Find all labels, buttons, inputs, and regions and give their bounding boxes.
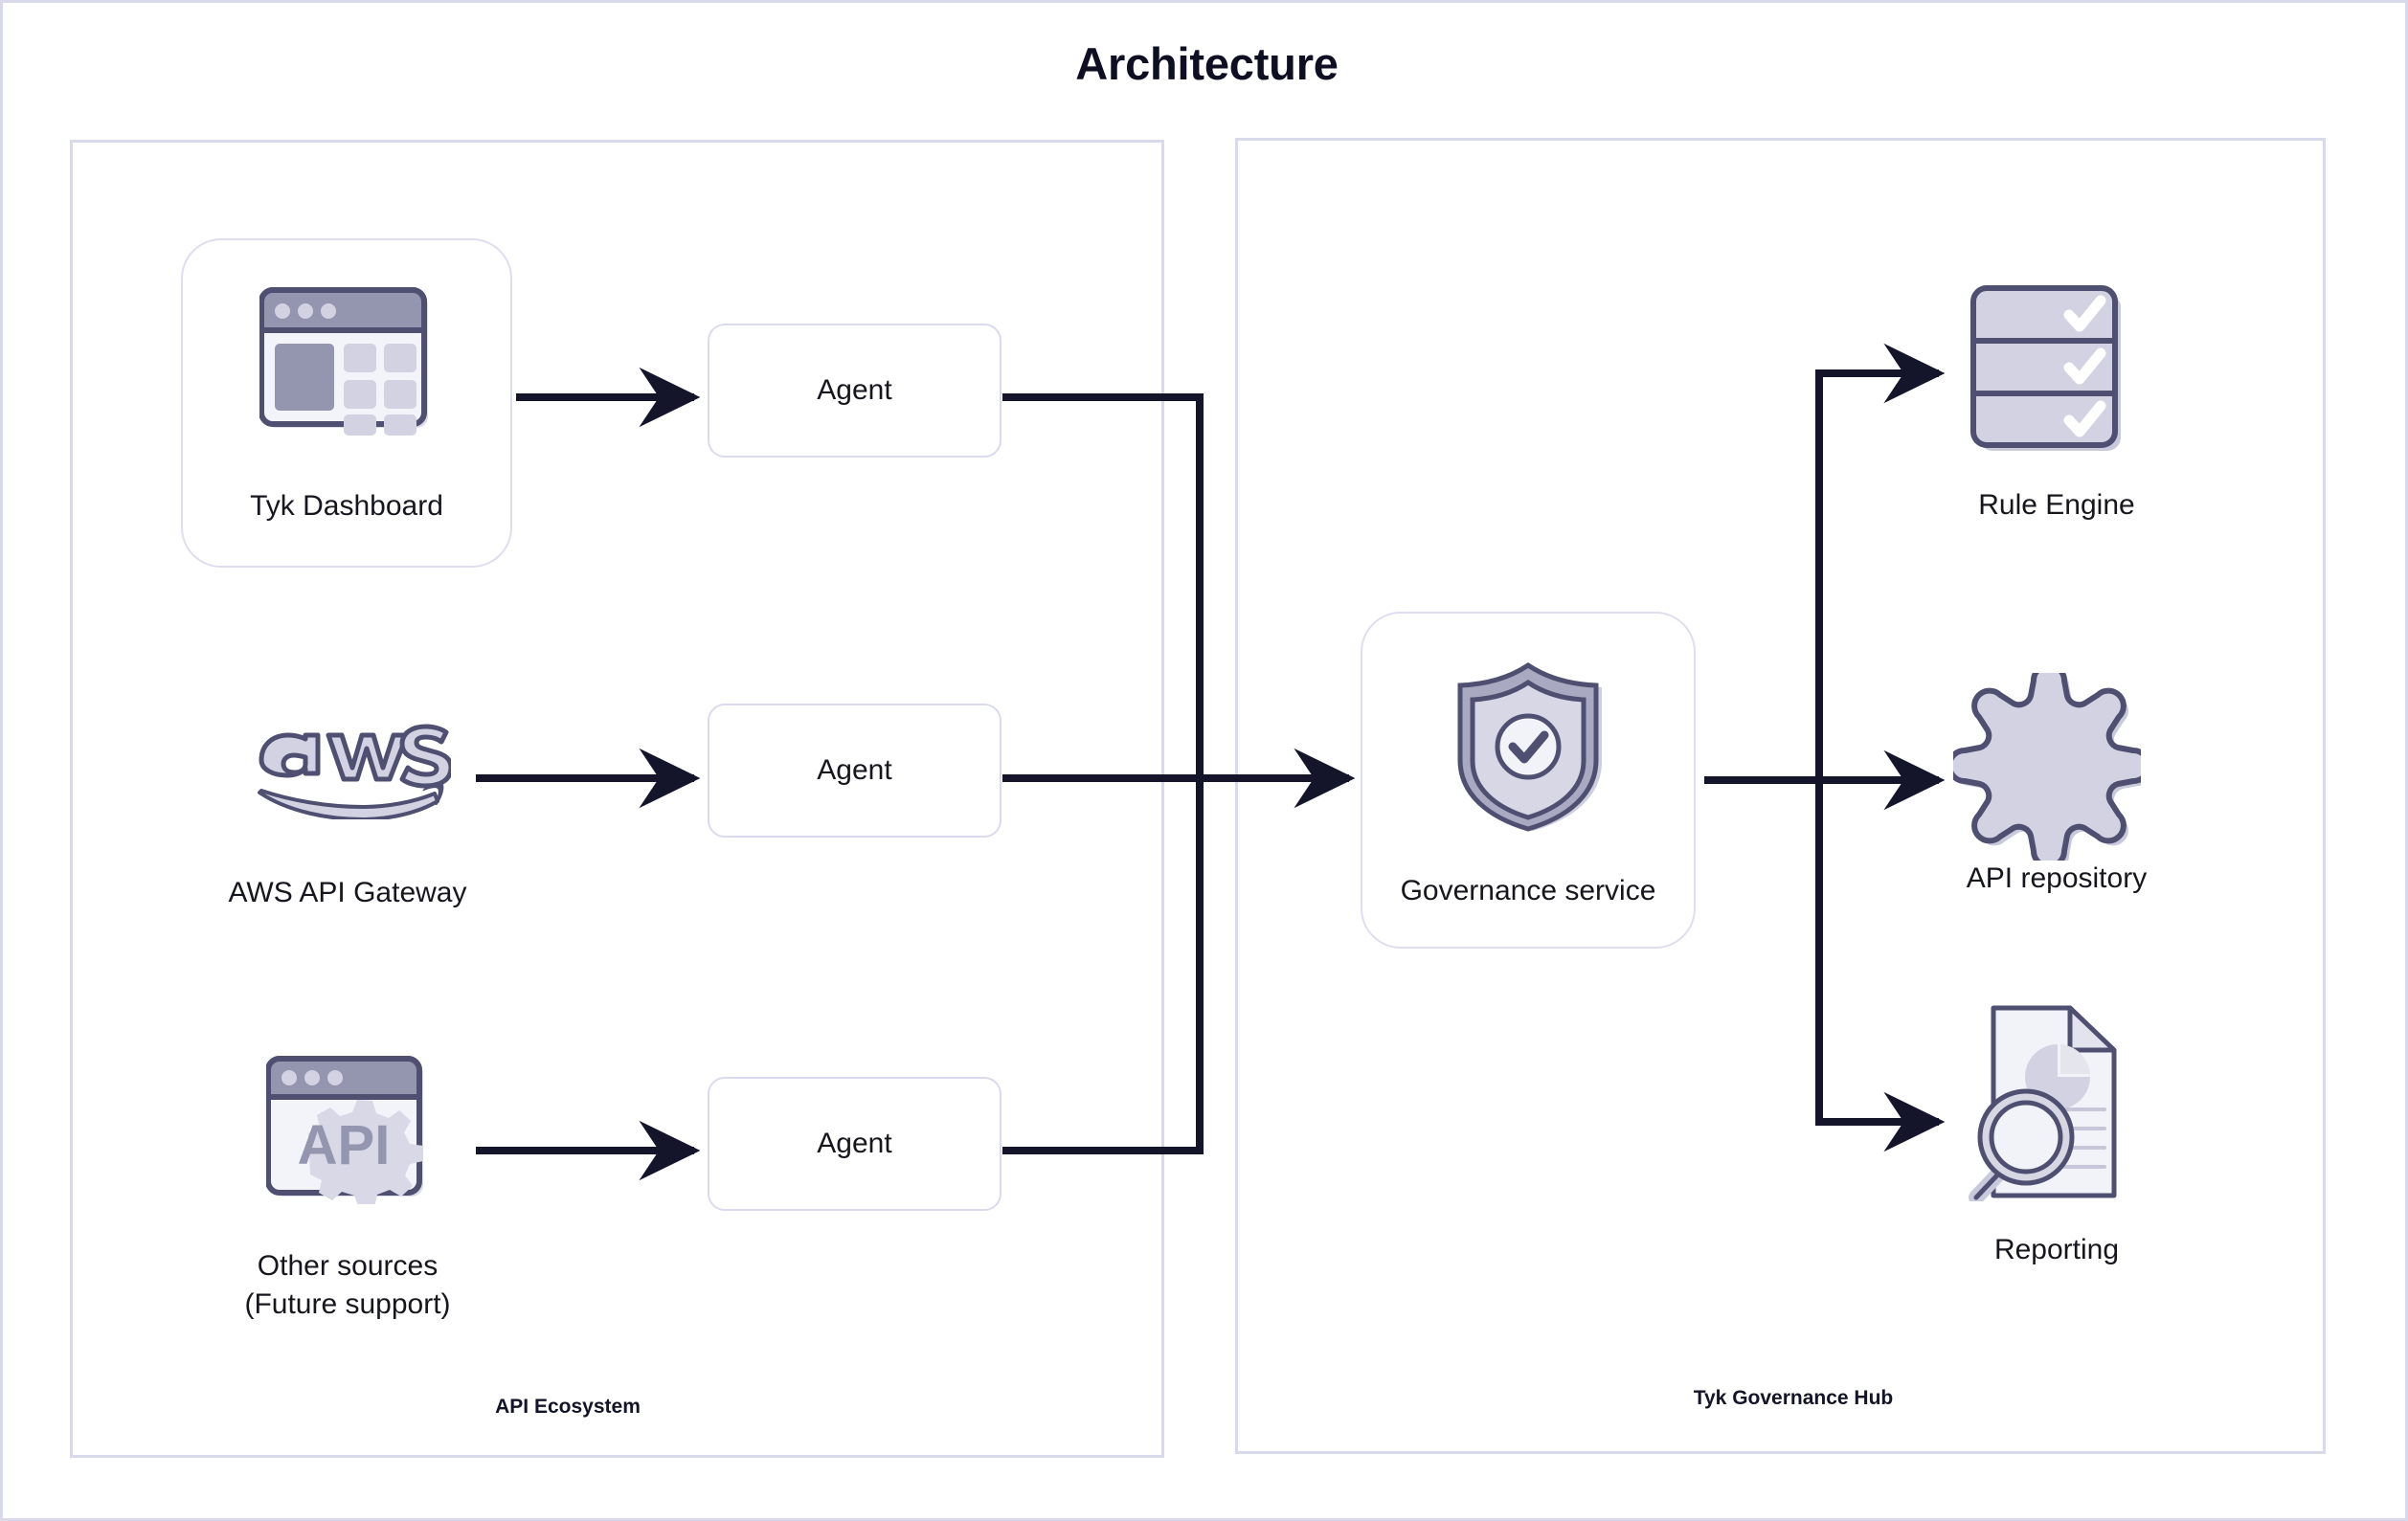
- label-aws-api-gateway: AWS API Gateway: [228, 877, 467, 908]
- agent-box-1[interactable]: Agent: [708, 324, 1001, 458]
- agent-label-1: Agent: [817, 374, 892, 406]
- label-governance-service: Governance service: [1400, 875, 1656, 906]
- group-label-tyk-governance-hub: Tyk Governance Hub: [1693, 1387, 1894, 1409]
- label-api-repository: API repository: [1966, 862, 2148, 894]
- browser-dashboard-icon: [259, 273, 434, 447]
- api-browser-icon: API: [265, 1041, 429, 1208]
- aws-logo-icon: [250, 705, 454, 821]
- checklist-rows-icon: [1968, 280, 2126, 458]
- label-other-sources: Other sources (Future support): [244, 1250, 451, 1320]
- agent-label-2: Agent: [817, 754, 892, 786]
- svg-text:API: API: [298, 1114, 391, 1176]
- shield-check-icon: [1447, 658, 1609, 835]
- agent-label-3: Agent: [817, 1128, 892, 1159]
- agent-box-3[interactable]: Agent: [708, 1077, 1001, 1211]
- agent-box-2[interactable]: Agent: [708, 704, 1001, 838]
- label-reporting: Reporting: [1993, 1234, 2120, 1265]
- document-magnifier-icon: [1959, 998, 2127, 1205]
- page-title: Architecture: [1075, 38, 1339, 89]
- gear-icon: [1947, 662, 2153, 871]
- group-label-api-ecosystem: API Ecosystem: [495, 1396, 641, 1418]
- label-rule-engine: Rule Engine: [1978, 489, 2135, 521]
- label-tyk-dashboard: Tyk Dashboard: [250, 490, 443, 522]
